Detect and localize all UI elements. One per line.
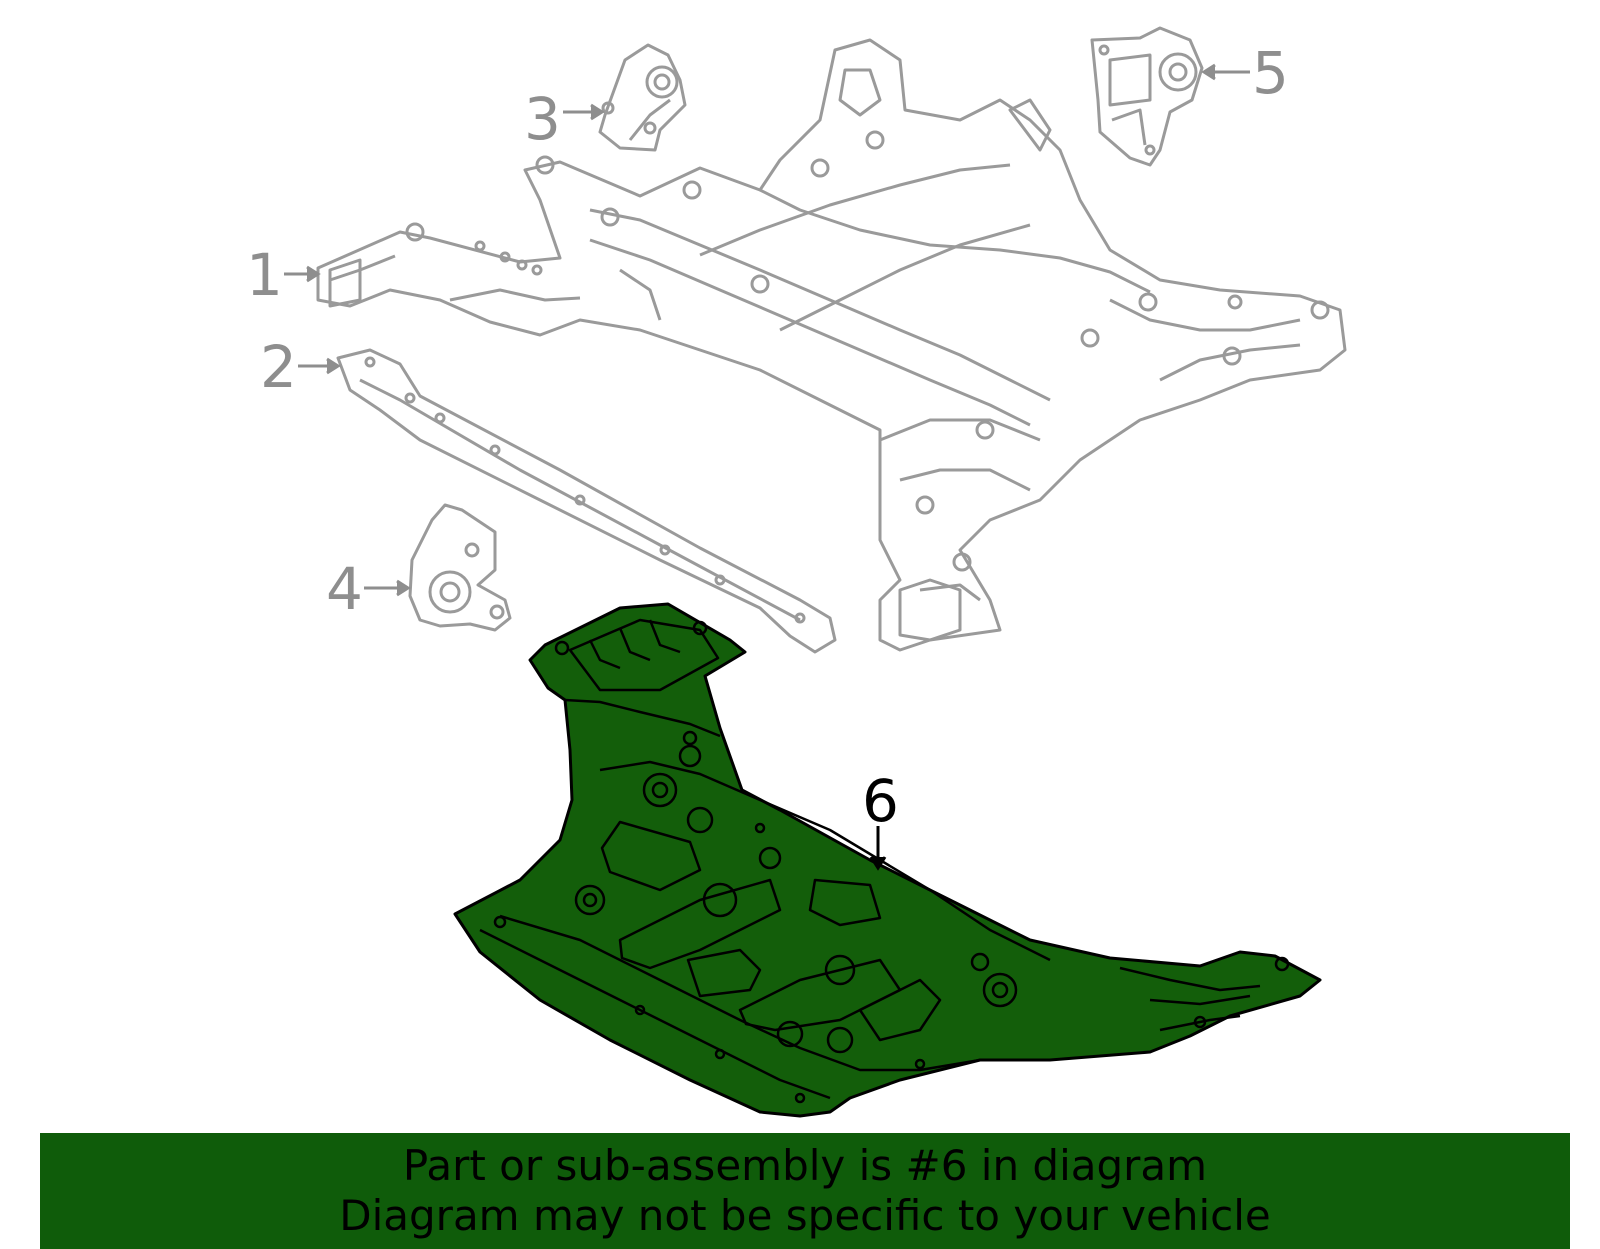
callout-5: 5 — [1252, 39, 1289, 107]
callout-4: 4 — [326, 555, 363, 623]
part-1-subframe — [316, 38, 1347, 652]
part-2-reinforcement-bar — [336, 348, 837, 654]
part-3-mount — [598, 43, 687, 152]
callout-3: 3 — [524, 85, 561, 153]
arrow-3 — [563, 103, 605, 121]
leader-arrows — [284, 63, 1250, 871]
arrow-2 — [298, 357, 341, 375]
part-6-under-cover — [453, 602, 1322, 1118]
part-5-mount-bracket — [1090, 26, 1204, 167]
part-4-mount — [408, 503, 512, 632]
arrow-1 — [284, 265, 321, 283]
arrow-6 — [869, 826, 887, 871]
callout-1: 1 — [246, 241, 283, 309]
callout-6: 6 — [862, 767, 899, 835]
banner-line-2: Diagram may not be specific to your vehi… — [339, 1191, 1271, 1240]
callout-2: 2 — [260, 333, 297, 401]
banner-line-1: Part or sub-assembly is #6 in diagram — [402, 1141, 1208, 1190]
arrow-4 — [364, 579, 411, 597]
info-banner: Part or sub-assembly is #6 in diagram Di… — [40, 1133, 1570, 1249]
arrow-5 — [1201, 63, 1250, 81]
